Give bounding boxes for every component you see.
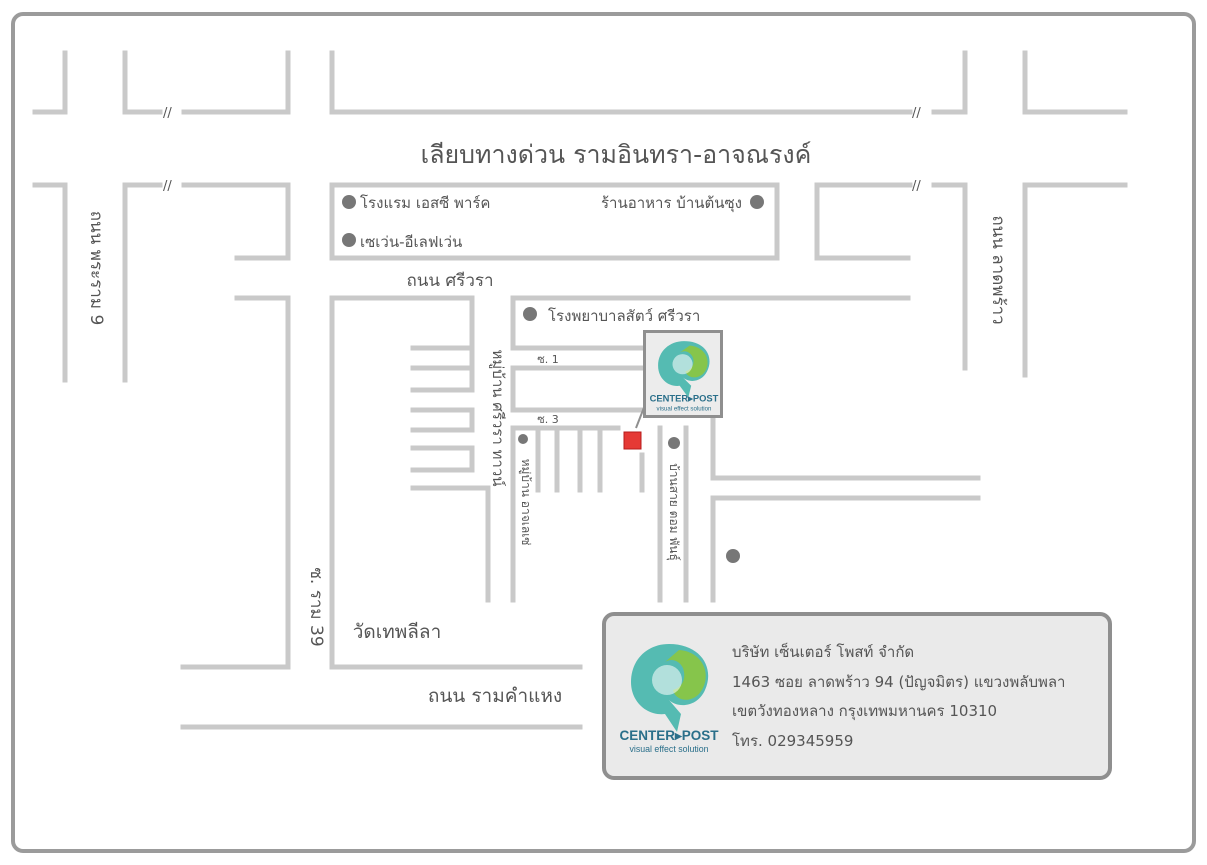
villa-c-label: บ้านสาย ตอม พันธุ์ [666, 463, 681, 561]
restaurant-label: ร้านอาหาร บ้านต้นซุง [601, 194, 742, 213]
hotel-label: โรงแรม เอสซี พาร์ค [360, 194, 490, 212]
srivara-road-label: ถนน ศรีวรา [406, 271, 493, 291]
svg-text:visual effect solution: visual effect solution [657, 405, 712, 412]
svg-text://: // [163, 106, 172, 121]
soi-1-label: ซ. 1 [537, 353, 558, 366]
svg-text:CENTER▸POST: CENTER▸POST [619, 728, 719, 743]
hotel-marker-icon [342, 195, 356, 209]
expressway-label: เลียบทางด่วน รามอินทรา-อาจณรงค์ [421, 140, 812, 169]
company-name: บริษัท เซ็นเตอร์ โพสท์ จำกัด [732, 643, 915, 661]
company-phone[interactable]: โทร. 029345959 [732, 731, 854, 750]
company-location-marker-icon[interactable] [623, 431, 642, 450]
villa-b-marker-icon [518, 434, 528, 444]
company-info-card: CENTER▸POST visual effect solution บริษั… [602, 612, 1112, 780]
animal-hospital-marker-icon [523, 307, 537, 321]
svg-text:visual effect solution: visual effect solution [629, 744, 708, 754]
expressway-roads: // // // // [32, 50, 1128, 383]
landmark-marker-icon [726, 549, 740, 563]
villa-a-label: หมู่บ้าน ศรีวรา ทาวน์ [489, 350, 507, 487]
svg-text://: // [163, 179, 172, 194]
map-callout: CENTER▸POST visual effect solution [643, 330, 723, 418]
restaurant-marker-icon [750, 195, 764, 209]
svg-text://: // [912, 179, 921, 194]
animal-hospital-label: โรงพยาบาลสัตว์ ศรีวรา [548, 307, 700, 325]
soi-ram-39-label: ซ. ราม 39 [306, 567, 326, 646]
villa-b-label: หมู่บ้าน อาจเลเซ่ [518, 459, 533, 546]
wat-label: วัดเทพลีลา [353, 621, 442, 643]
company-address-line-1: 1463 ซอย ลาดพร้าว 94 (ปัญจมิตร) แขวงพลับ… [732, 672, 1066, 691]
company-details: บริษัท เซ็นเตอร์ โพสท์ จำกัด 1463 ซอย ลา… [732, 638, 1065, 756]
company-address-line-2: เขตวังทองหลาง กรุงเทพมหานคร 10310 [732, 702, 998, 720]
svg-text:CENTER▸POST: CENTER▸POST [650, 394, 719, 404]
seven-eleven-label: เซเว่น-อีเลฟเว่น [360, 233, 462, 251]
left-vertical-road-label: ถนน พระราม 9 [86, 211, 106, 326]
ramkhamhaeng-road-label: ถนน รามคำแหง [428, 685, 562, 707]
local-roads [180, 295, 981, 730]
right-vertical-road-label: ถนน ลาดพร้าว [988, 215, 1008, 324]
center-post-logo-icon: CENTER▸POST visual effect solution [650, 341, 719, 412]
villa-c-marker-icon [668, 437, 680, 449]
seven-eleven-marker-icon [342, 233, 356, 247]
center-post-logo-icon: CENTER▸POST visual effect solution [619, 644, 719, 754]
soi-3-label: ซ. 3 [537, 413, 558, 426]
svg-text://: // [912, 106, 921, 121]
